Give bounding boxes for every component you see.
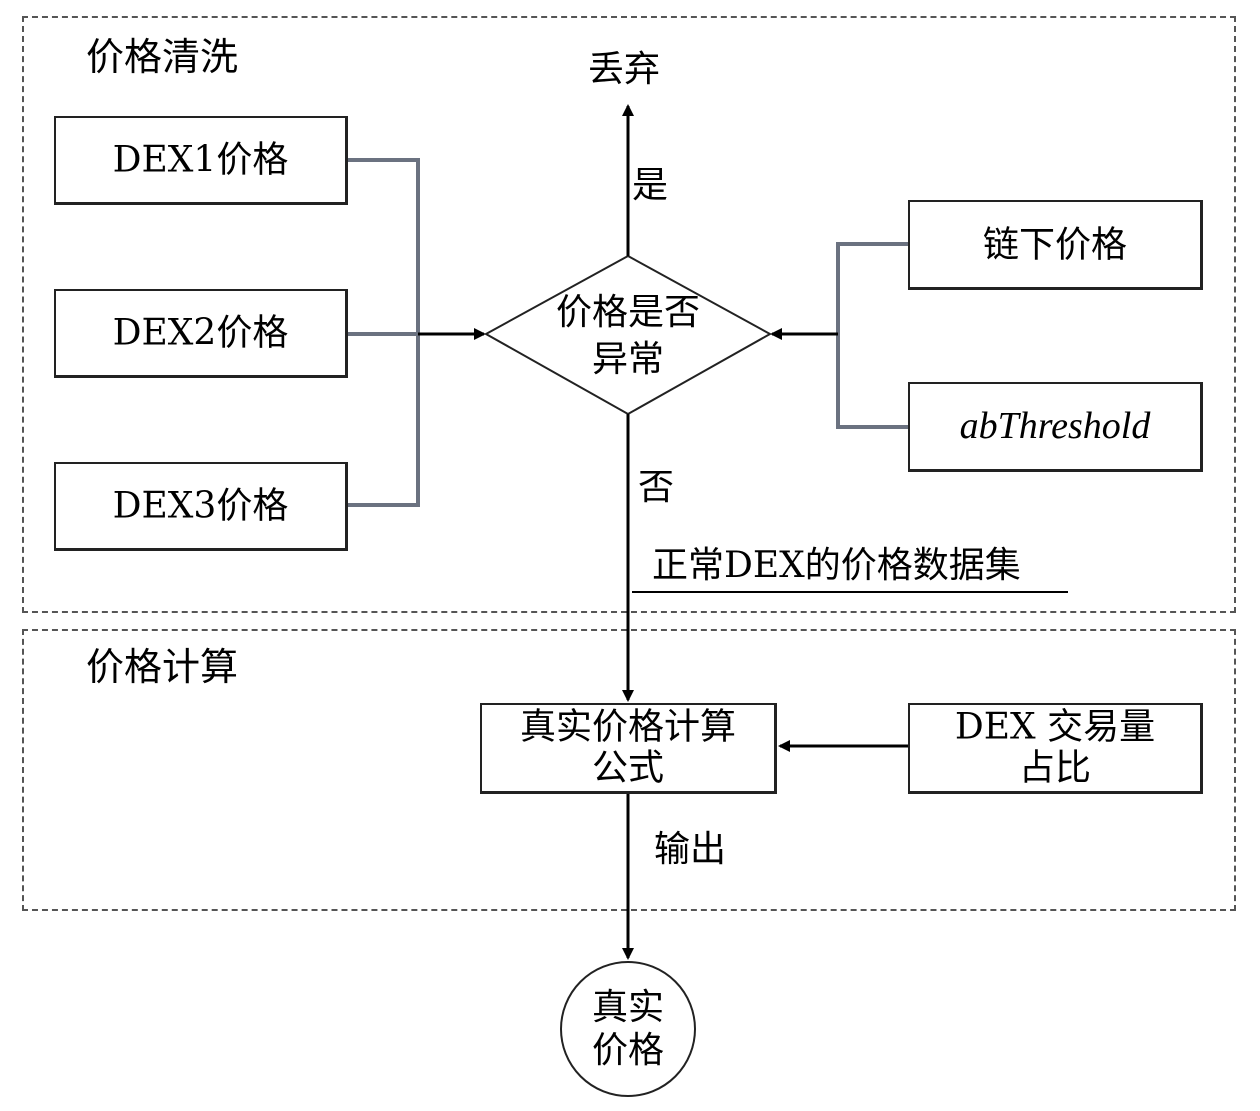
reference-merge-lines xyxy=(836,242,908,429)
volume-share-label: DEX 交易量 占比 xyxy=(954,706,1156,789)
threshold-label: abThreshold xyxy=(959,404,1151,447)
price-cleaning-title: 价格清洗 xyxy=(86,35,239,79)
threshold-box: abThreshold xyxy=(908,382,1203,472)
volume-share-box: DEX 交易量 占比 xyxy=(908,703,1203,794)
price-calculation-title: 价格计算 xyxy=(86,645,239,689)
price-formula-box: 真实价格计算 公式 xyxy=(480,703,777,794)
real-price-terminal: 真实 价格 xyxy=(560,961,696,1097)
offchain-price-box: 链下价格 xyxy=(908,200,1203,290)
discard-label: 丢弃 xyxy=(588,49,661,90)
dex1-price-label: DEX1价格 xyxy=(112,139,289,181)
price-formula-label: 真实价格计算 公式 xyxy=(519,706,736,789)
yes-label: 是 xyxy=(632,165,669,206)
dex3-price-label: DEX3价格 xyxy=(112,485,289,527)
offchain-price-label: 链下价格 xyxy=(982,223,1127,265)
real-price-label: 真实 价格 xyxy=(591,986,664,1071)
dex2-price-box: DEX2价格 xyxy=(54,289,348,378)
dex1-price-box: DEX1价格 xyxy=(54,116,348,205)
dex3-price-box: DEX3价格 xyxy=(54,462,348,551)
no-label: 否 xyxy=(638,467,675,508)
normal-dataset-label: 正常DEX的价格数据集 xyxy=(652,545,1021,586)
dex-merge-lines xyxy=(348,158,420,507)
decision-label: 价格是否 异常 xyxy=(555,292,700,380)
dex2-price-label: DEX2价格 xyxy=(112,312,289,354)
output-label: 输出 xyxy=(654,829,727,870)
